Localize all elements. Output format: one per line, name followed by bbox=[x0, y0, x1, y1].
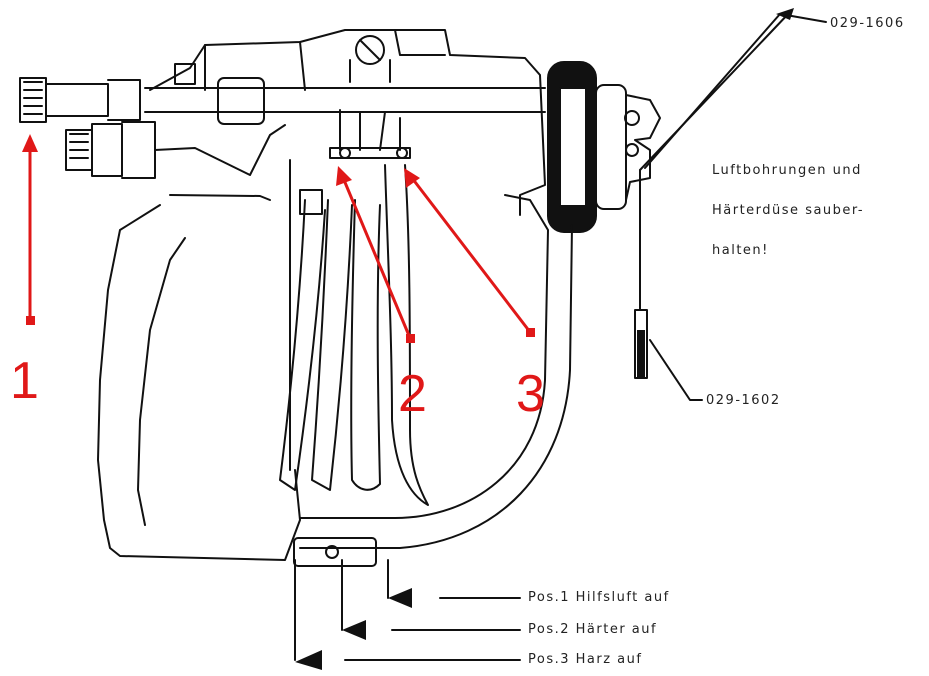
note-line-1: Luftbohrungen und bbox=[712, 163, 862, 178]
marker-2: 2 bbox=[398, 365, 427, 423]
position-label-2: Pos.2 Härter auf bbox=[528, 622, 658, 637]
note-line-2: Härterdüse sauber- bbox=[712, 203, 865, 218]
part-label-029-1602: 029-1602 bbox=[706, 393, 781, 408]
position-label-3: Pos.3 Harz auf bbox=[528, 652, 643, 667]
note-line-3: halten! bbox=[712, 243, 769, 258]
marker-3: 3 bbox=[516, 365, 545, 423]
marker-1: 1 bbox=[10, 352, 39, 410]
position-label-1: Pos.1 Hilfsluft auf bbox=[528, 590, 670, 605]
part-label-029-1606: 029-1606 bbox=[830, 16, 905, 31]
